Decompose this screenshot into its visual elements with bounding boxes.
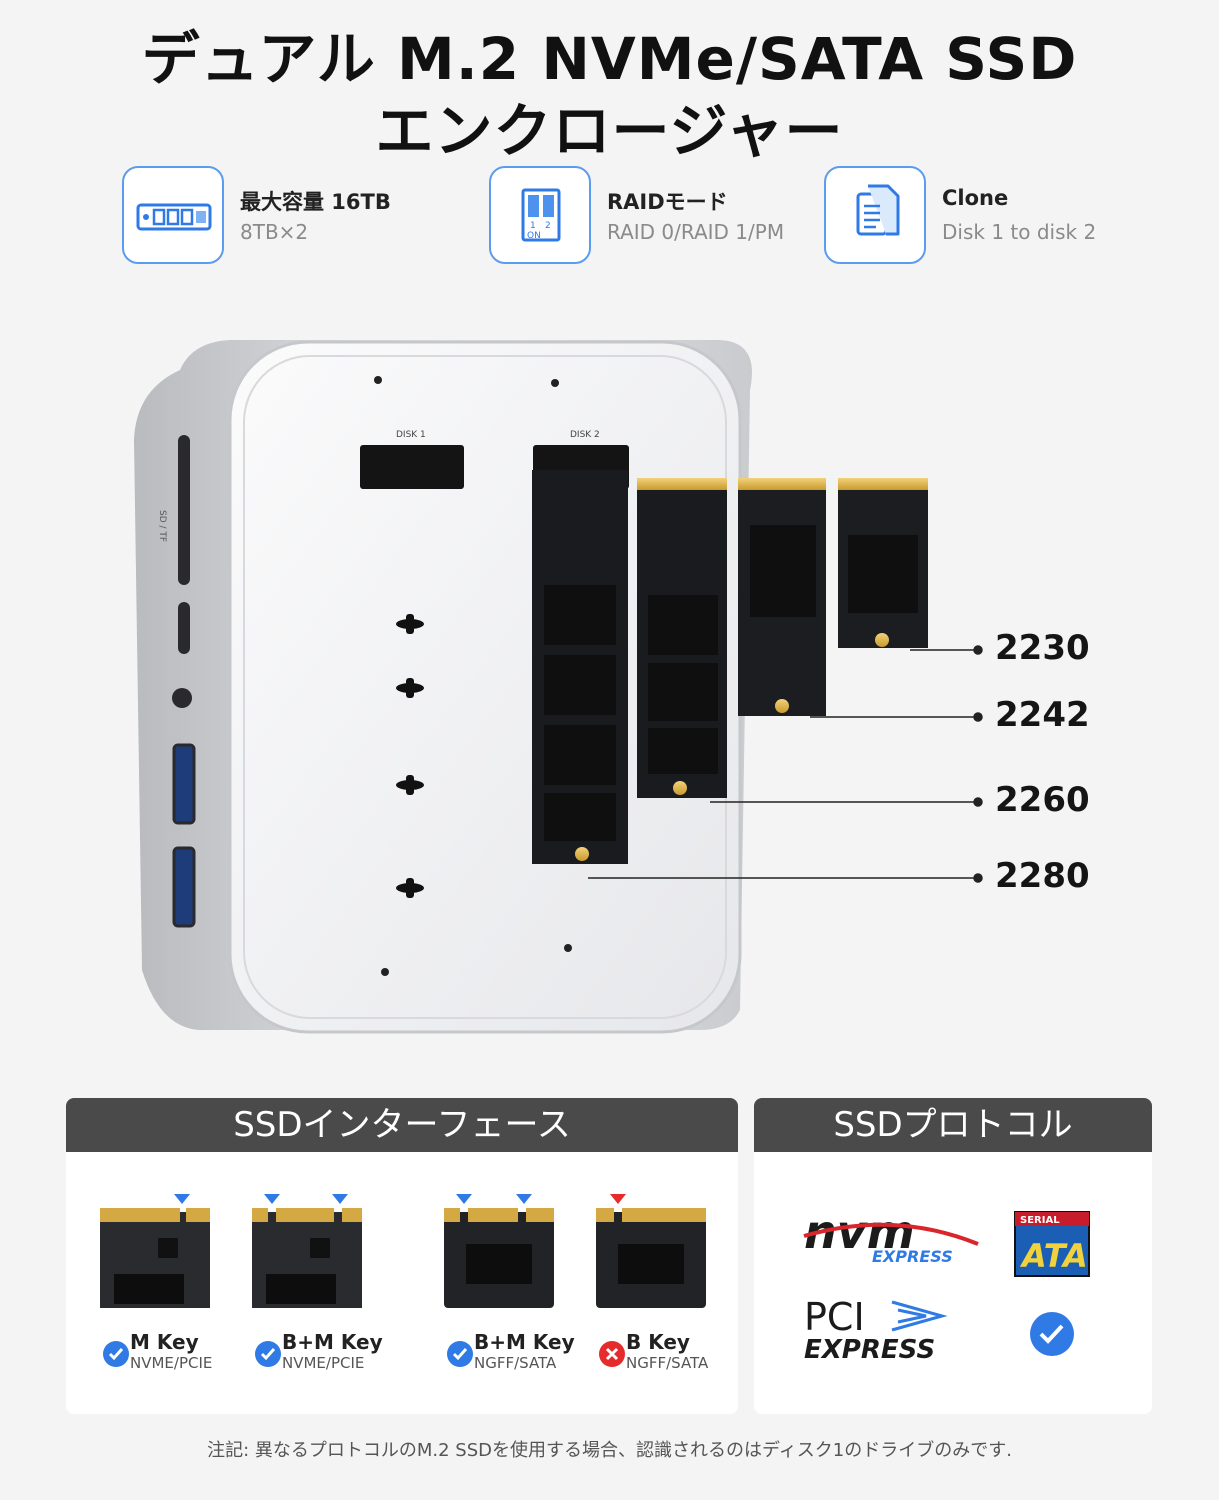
pci-express-logo: PCI EXPRESS <box>804 1295 948 1365</box>
key-bm-sata: B+M Key NGFF/SATA <box>442 1188 582 1398</box>
svg-text:ON: ON <box>527 231 541 241</box>
size-label-2280: 2280 <box>995 856 1090 896</box>
protocol-logos: nvm EXPRESS SERIAL ATA PCI EXPRESS <box>803 1205 1090 1365</box>
footnote: 注記: 異なるプロトコルのM.2 SSDを使用する場合、認識されるのはディスク1… <box>207 1440 1012 1461</box>
serial-ata-logo: SERIAL ATA <box>1014 1211 1090 1277</box>
svg-text:1: 1 <box>530 221 536 231</box>
key-b: B Key NGFF/SATA <box>594 1188 734 1398</box>
panel-header: SSDインターフェース <box>66 1098 738 1152</box>
bm-key-nvme-ssd-image <box>252 1194 362 1308</box>
dip-switch-icon: 1 2 ON <box>521 188 561 242</box>
nvm-express-logo: nvm EXPRESS <box>803 1205 979 1266</box>
usb-c-port <box>178 602 190 654</box>
feature-title: RAIDモード <box>607 190 728 214</box>
feature-icon-box: 1 2 ON <box>489 166 591 264</box>
svg-text:ATA: ATA <box>1019 1237 1088 1275</box>
feature-icon-box <box>122 166 224 264</box>
check-icon <box>1030 1312 1074 1356</box>
feature-subtitle: Disk 1 to disk 2 <box>942 220 1097 244</box>
sd-card-slot <box>178 435 190 585</box>
ssd-protocol-panel: SSDプロトコル nvm EXPRESS SERIAL ATA PCI EXPR… <box>754 1098 1152 1414</box>
check-icon <box>103 1341 129 1367</box>
svg-text:EXPRESS: EXPRESS <box>804 1335 935 1365</box>
error-icon <box>599 1341 625 1367</box>
size-leader-lines <box>588 645 983 883</box>
disk2-label: DISK 2 <box>570 430 600 440</box>
ssd-chip-icon <box>136 203 212 231</box>
m-key-ssd-image <box>100 1194 210 1308</box>
size-label-2260: 2260 <box>995 780 1090 820</box>
key-name: B+M Key <box>474 1330 575 1354</box>
key-protocol: NVME/PCIE <box>130 1354 213 1372</box>
feature-subtitle: 8TB×2 <box>240 220 309 244</box>
svg-text:EXPRESS: EXPRESS <box>872 1247 953 1266</box>
svg-text:2: 2 <box>545 221 551 231</box>
key-protocol: NVME/PCIE <box>282 1354 365 1372</box>
check-icon <box>255 1341 281 1367</box>
ssd-interface-panel: SSDインターフェース M Key NVME/PCIE <box>66 1098 738 1414</box>
size-label-2230: 2230 <box>995 628 1090 668</box>
feature-subtitle: RAID 0/RAID 1/PM <box>607 220 785 244</box>
card-slot-label: SD / TF <box>157 510 167 542</box>
check-icon <box>447 1341 473 1367</box>
usb-a-port-2 <box>172 846 196 928</box>
ssd-2230 <box>838 478 928 648</box>
feature-title: Clone <box>942 186 1009 210</box>
svg-text:PCI: PCI <box>804 1295 865 1339</box>
audio-jack-port <box>172 688 192 708</box>
disk1-slot <box>360 445 464 489</box>
page-title-line-2: エンクロージャー <box>375 97 844 165</box>
key-name: B+M Key <box>282 1330 383 1354</box>
bm-key-sata-ssd-image <box>444 1194 554 1308</box>
panel-header: SSDプロトコル <box>754 1098 1152 1152</box>
ssd-2242 <box>738 478 826 716</box>
key-name: B Key <box>626 1330 690 1354</box>
feature-title: 最大容量 16TB <box>240 190 391 214</box>
size-label-2242: 2242 <box>995 695 1090 735</box>
copy-documents-icon <box>856 184 900 236</box>
enclosure-illustration: SD / TF DISK 1 DISK 2 <box>134 340 983 1034</box>
page-title-line-1: デュアル M.2 NVMe/SATA SSD <box>141 25 1078 93</box>
disk1-label: DISK 1 <box>396 430 426 440</box>
b-key-ssd-image <box>596 1194 706 1308</box>
ssd-2280 <box>532 470 628 864</box>
ssd-2260 <box>637 478 727 798</box>
key-protocol: NGFF/SATA <box>474 1354 557 1372</box>
svg-text:SERIAL: SERIAL <box>1020 1215 1060 1226</box>
key-protocol: NGFF/SATA <box>626 1354 709 1372</box>
usb-a-port-1 <box>172 743 196 825</box>
key-name: M Key <box>130 1330 199 1354</box>
key-m: M Key NVME/PCIE <box>98 1188 238 1398</box>
key-bm-nvme: B+M Key NVME/PCIE <box>250 1188 390 1398</box>
feature-icon-box <box>824 166 926 264</box>
